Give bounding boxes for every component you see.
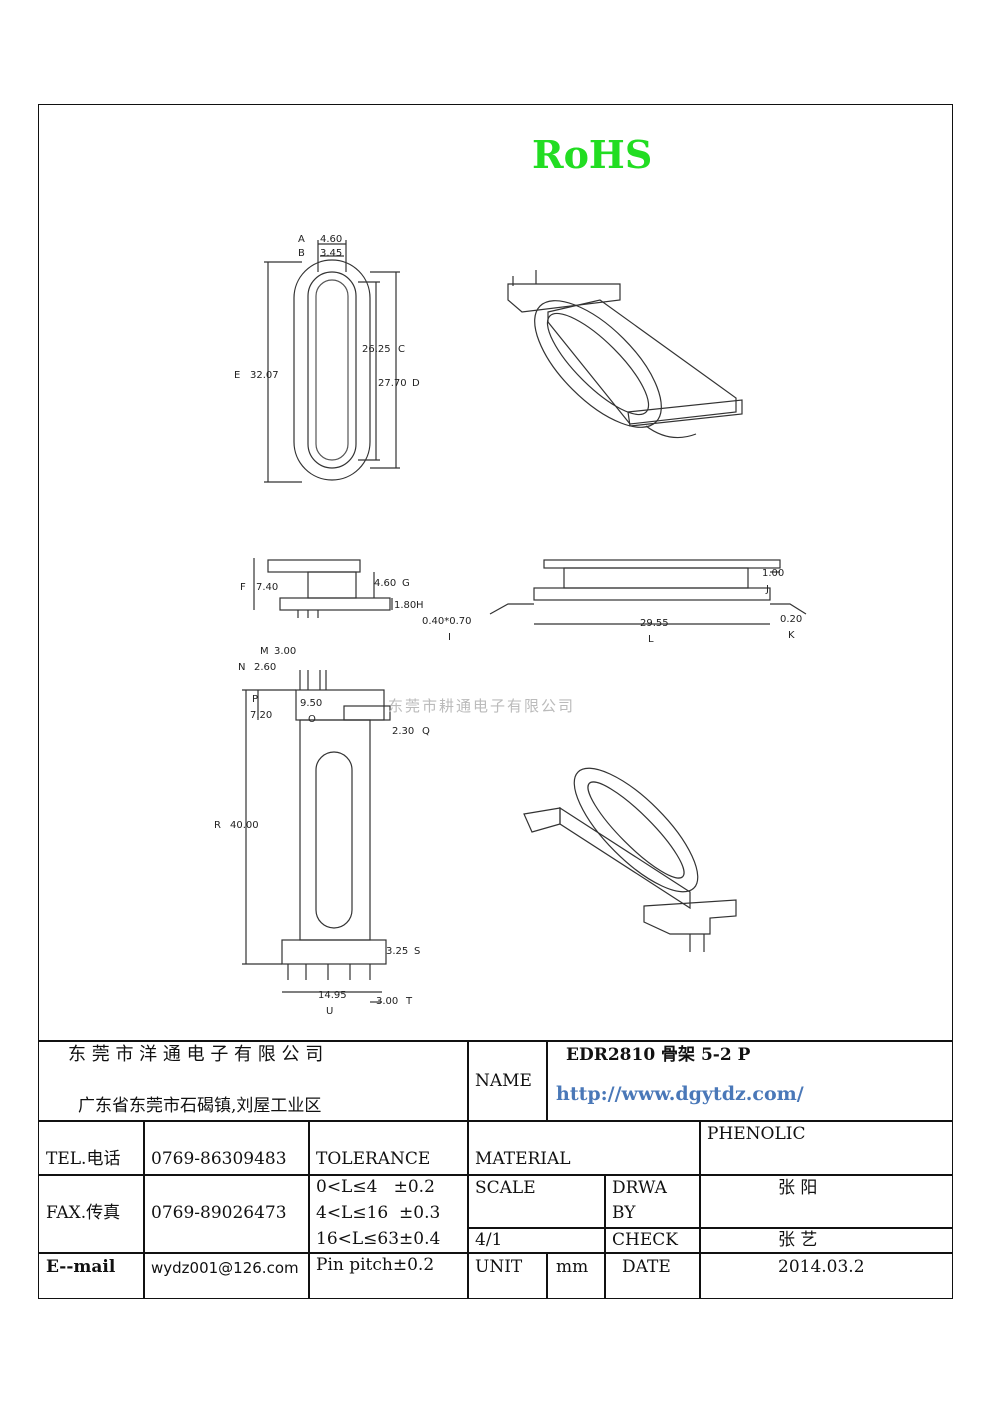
company-url[interactable]: http://www.dgytdz.com/ [556,1083,804,1105]
dim-H: 1.80 [394,600,416,611]
side-view-top [267,559,361,573]
dim-F-label: F [240,582,246,593]
email-value[interactable]: wydz001@126.com [151,1259,299,1277]
dim-O: 9.50 [300,698,322,709]
dim-C-label: C [398,344,405,355]
dim-I-label: I [448,632,451,643]
part-name: EDR2810 骨架 5-2 P [566,1045,751,1065]
dim-T: 3.00 [376,996,398,1007]
iso-bottom-flange [523,807,561,833]
checked-by-value: 张 艺 [778,1230,818,1250]
top-view-inner [307,271,357,469]
dim-O-label: O [308,714,316,725]
drawn-by-value: 张 阳 [778,1178,818,1198]
date-value: 2014.03.2 [778,1257,865,1277]
material-label: MATERIAL [475,1149,571,1169]
dim-J-label: J [765,584,769,595]
dim-D: 27.70 [378,378,407,389]
tel-label: TEL.电话 [46,1149,121,1169]
dim-N: 2.60 [254,662,276,673]
tolerance-row-4: Pin pitch±0.2 [316,1255,435,1275]
tolerance-row-2: 4<L≤16 ±0.3 [316,1203,441,1223]
tolerance-row-3: 16<L≤63±0.4 [316,1229,441,1249]
dim-C: 26.25 [362,344,391,355]
dim-L-label: L [648,634,654,645]
dim-T-label: T [405,996,413,1007]
dim-N-label: N [238,662,245,673]
scale-value: 4/1 [475,1230,503,1250]
name-label: NAME [475,1071,532,1091]
title-block: 东 莞 市 洋 通 电 子 有 限 公 司 广东省东莞市石碣镇,刘屋工业区 NA… [38,1040,953,1299]
top-view-outer [293,259,371,481]
fax-label: FAX.传真 [46,1203,121,1223]
tel-value: 0769-86309483 [151,1149,287,1169]
dim-U: 14.95 [318,990,347,1001]
company-name: 东 莞 市 洋 通 电 子 有 限 公 司 [68,1044,324,1065]
scale-label: SCALE [475,1178,536,1198]
fax-value: 0769-89026473 [151,1203,287,1223]
dim-D-label: D [412,378,420,389]
rohs-mark: RoHS [532,132,653,177]
dim-I: 0.40*0.70 [422,616,472,627]
unit-value: mm [556,1257,589,1277]
dim-F: 7.40 [256,582,278,593]
dim-Q-label: Q [422,726,430,737]
unit-label: UNIT [475,1257,523,1277]
drawing-frame [38,104,953,1299]
drawn-by-label-1: DRWA [612,1178,667,1198]
dim-K: 0.20 [780,614,802,625]
dim-M-label: M [260,646,269,657]
tolerance-label: TOLERANCE [316,1149,431,1169]
dim-B: 3.45 [320,248,342,259]
dim-P-label: P [252,694,258,705]
dim-G: 4.60 [374,578,396,589]
drawn-by-label-2: BY [612,1203,636,1223]
watermark: 东莞市耕通电子有限公司 [388,697,576,715]
dim-A-label: A [298,234,305,245]
company-address: 广东省东莞市石碣镇,刘屋工业区 [78,1096,322,1116]
dim-S-label: S [414,946,420,957]
material-value: PHENOLIC [707,1124,806,1144]
dim-S: 3.25 [386,946,408,957]
date-label: DATE [622,1257,671,1277]
dim-P: 7.20 [250,710,272,721]
check-label: CHECK [612,1230,678,1250]
email-label: E--mail [46,1257,116,1277]
dim-E-label: E [234,370,240,381]
dim-K-label: K [788,630,795,641]
dim-L: 29.55 [640,618,669,629]
dim-B-label: B [298,248,305,259]
dim-J: 1.00 [762,568,784,579]
iso-top-flange [507,283,621,313]
technical-drawing: A 4.60 B 3.45 26.25 C 27.70 D E 32.07 F … [214,234,807,1017]
dim-E: 32.07 [250,370,279,381]
dim-H-label: H [416,600,424,611]
front-view-top [543,559,781,569]
tolerance-row-1: 0<L≤4 ±0.2 [316,1177,435,1197]
bottom-view-slot [315,751,353,929]
dim-R-label: R [214,820,221,831]
dim-Q: 2.30 [392,726,414,737]
dim-R: 40.00 [230,820,259,831]
dim-U-label: U [326,1006,333,1017]
dim-A: 4.60 [320,234,342,245]
dim-G-label: G [402,578,410,589]
dim-M: 3.00 [274,646,296,657]
